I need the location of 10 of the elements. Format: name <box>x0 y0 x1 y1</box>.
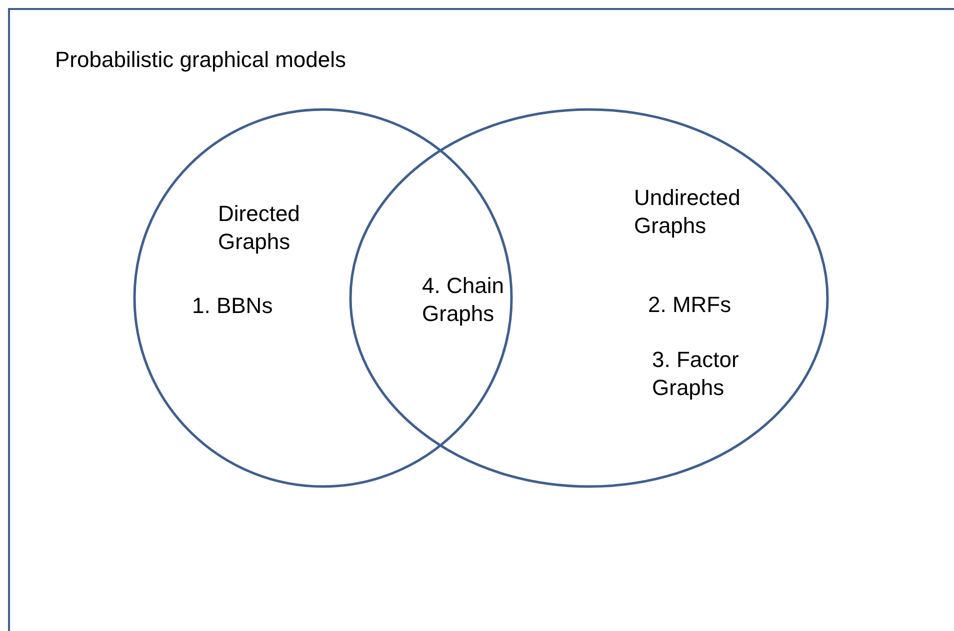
set-heading: Undirected Graphs <box>634 184 742 240</box>
set-heading: Directed Graphs <box>218 200 301 256</box>
set-item: 2. MRFs <box>648 291 732 319</box>
overlap-label: 4. Chain Graphs <box>422 272 505 328</box>
set-ellipse <box>133 108 513 488</box>
set-item: 3. Factor Graphs <box>652 346 740 402</box>
frame-label: Probabilistic graphical models <box>55 46 348 74</box>
diagram-frame <box>8 8 954 631</box>
set-item: 1. BBNs <box>192 292 274 320</box>
set-ellipse <box>349 108 829 488</box>
